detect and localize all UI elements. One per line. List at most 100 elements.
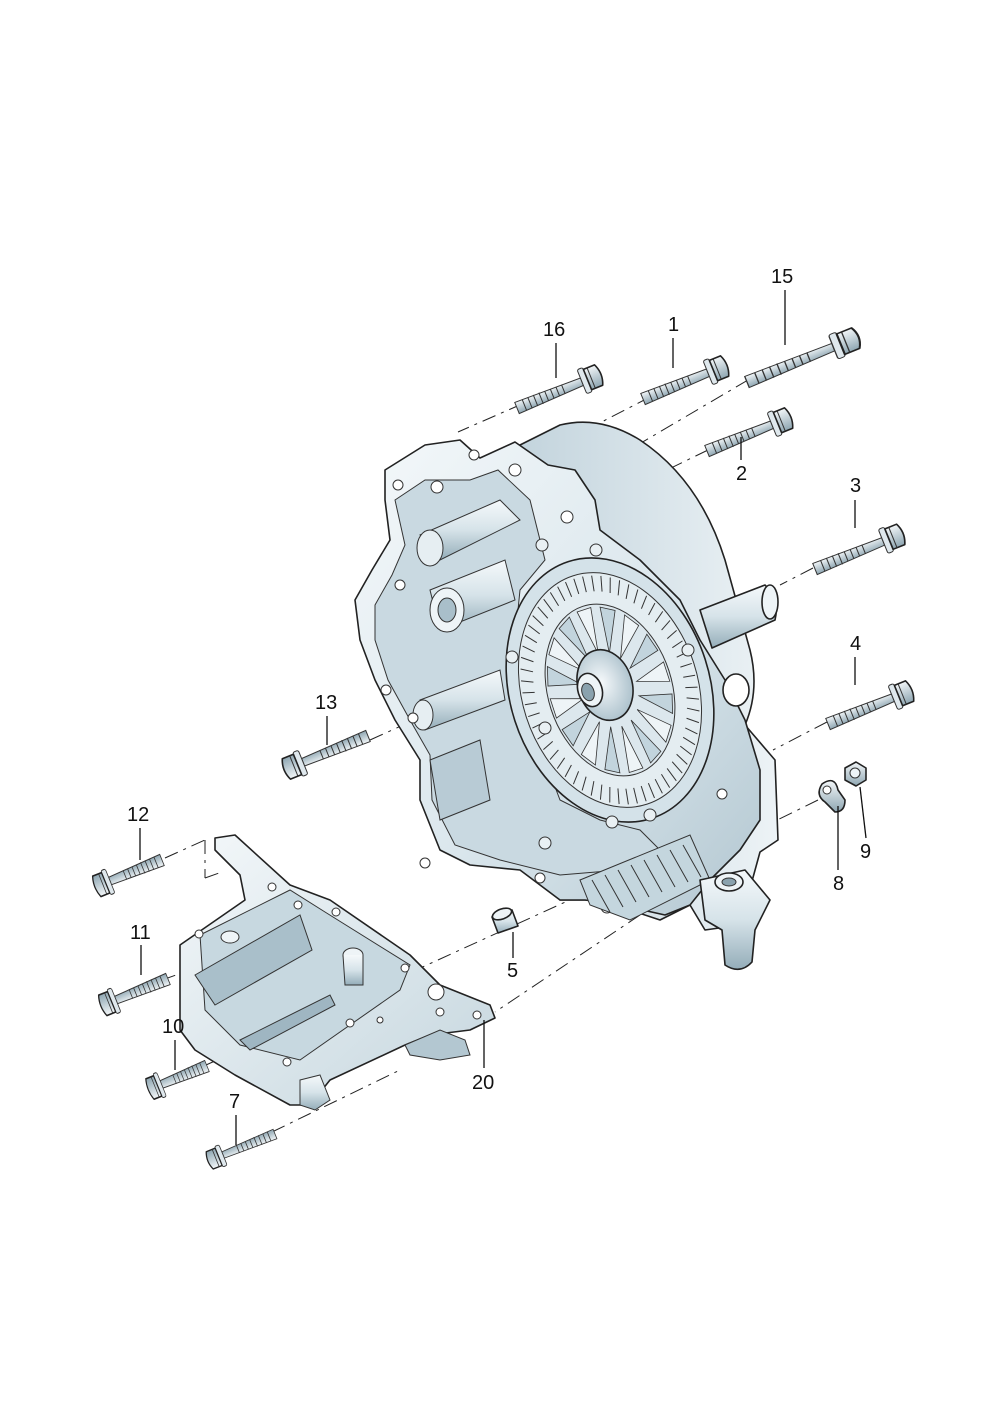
callout-1: 1 <box>668 314 679 336</box>
flange-tooth <box>654 778 663 794</box>
bolt-7 <box>203 1123 280 1173</box>
housing-fin <box>682 844 702 878</box>
flange-rib <box>621 725 644 774</box>
flange-tooth <box>522 645 535 653</box>
flange-tooth <box>686 697 700 700</box>
flange-tooth <box>556 757 566 769</box>
housing-fin <box>591 879 611 913</box>
flange-rib <box>637 693 674 715</box>
flange-tooth <box>572 771 580 785</box>
housing-fin <box>669 849 689 883</box>
flange-tooth <box>524 634 538 644</box>
flange-tooth <box>565 581 573 598</box>
flange-tooth <box>528 624 541 635</box>
flange-tooth <box>680 662 692 668</box>
flange-tooth <box>685 727 698 735</box>
callout-2: 2 <box>736 463 747 485</box>
flange-tooth <box>654 611 664 623</box>
flange-tooth <box>537 606 549 619</box>
flange-tooth <box>549 749 559 760</box>
part-nut-9 <box>844 761 867 787</box>
flange-screws <box>505 538 695 850</box>
flange-rib <box>604 726 621 774</box>
callout-5: 5 <box>507 960 518 982</box>
part-sleeve-5 <box>491 907 519 934</box>
flange-tooth <box>582 576 587 593</box>
flange-rib <box>620 614 640 659</box>
bolt-15 <box>741 323 865 396</box>
flange-tooth <box>617 788 620 805</box>
flange-rib <box>636 709 672 743</box>
bolt-2 <box>701 404 797 464</box>
flange-tooth <box>590 781 595 796</box>
flange-tooth <box>647 782 655 799</box>
flange-tooth <box>676 753 688 765</box>
flange-tooth <box>520 680 534 683</box>
callout-12: 12 <box>127 804 149 826</box>
housing-fin <box>617 869 637 903</box>
flange-rib <box>561 710 591 747</box>
flange-tooth-ring <box>520 575 700 805</box>
callout-13: 13 <box>315 692 337 714</box>
flange-tooth <box>600 575 603 592</box>
flange-tooth <box>573 578 580 595</box>
flange-tooth <box>640 785 647 802</box>
leader-lines <box>139 290 867 1145</box>
flange-tooth <box>661 620 671 631</box>
flange-rib <box>576 606 599 655</box>
bolt-13 <box>278 723 374 783</box>
bolt-11 <box>95 966 174 1019</box>
callout-3: 3 <box>850 475 861 497</box>
flange-rib <box>599 606 616 654</box>
callout-8: 8 <box>833 873 844 895</box>
flange-tooth <box>520 656 534 663</box>
flange-rib <box>548 637 584 671</box>
callout-11: 11 <box>130 922 151 944</box>
flange-tooth <box>640 595 648 609</box>
housing-fin <box>656 854 676 888</box>
flange-tooth <box>543 741 554 751</box>
housing-fin <box>604 874 624 908</box>
bracket-plate <box>179 834 496 1111</box>
bolt-4 <box>822 677 918 737</box>
flange-rib <box>629 633 659 670</box>
flange-tooth <box>625 584 630 599</box>
callout-16: 16 <box>543 319 565 341</box>
flange-tooth <box>564 764 572 778</box>
bolt-10 <box>142 1053 213 1103</box>
bracket-holes <box>194 882 482 1067</box>
part-tab-8 <box>818 779 846 813</box>
bolt-1 <box>637 352 733 412</box>
flange-tooth <box>617 580 621 596</box>
flange-tooth <box>625 788 629 805</box>
flange-tooth <box>591 575 595 592</box>
flange-tooth <box>648 602 656 616</box>
flange-holes <box>380 449 750 914</box>
flange-tooth <box>679 745 692 756</box>
bolt-16 <box>511 361 607 421</box>
callout-7: 7 <box>229 1091 240 1113</box>
callout-4: 4 <box>850 633 861 655</box>
flange-tooth <box>581 776 587 791</box>
bolt-12 <box>89 847 168 900</box>
housing-fin <box>630 864 650 898</box>
flange-tooth <box>520 668 534 673</box>
flange-tooth <box>599 784 603 800</box>
callout-20: 20 <box>472 1072 494 1094</box>
flange-tooth <box>532 615 544 627</box>
flange-tooth <box>686 717 700 724</box>
flange-tooth <box>528 712 540 718</box>
flange-tooth <box>683 674 696 678</box>
flange-tooth <box>661 774 671 788</box>
flange-rib <box>558 616 590 661</box>
flange-rib <box>635 661 671 682</box>
housing-fin <box>643 859 663 893</box>
transmission-housing <box>354 421 779 971</box>
flange-tooth <box>633 589 639 604</box>
flange-rib <box>630 719 662 764</box>
bolt-3 <box>809 520 909 582</box>
flange-tooth <box>524 702 537 706</box>
flange-tooth <box>633 787 638 804</box>
flange-tooth <box>543 598 554 612</box>
